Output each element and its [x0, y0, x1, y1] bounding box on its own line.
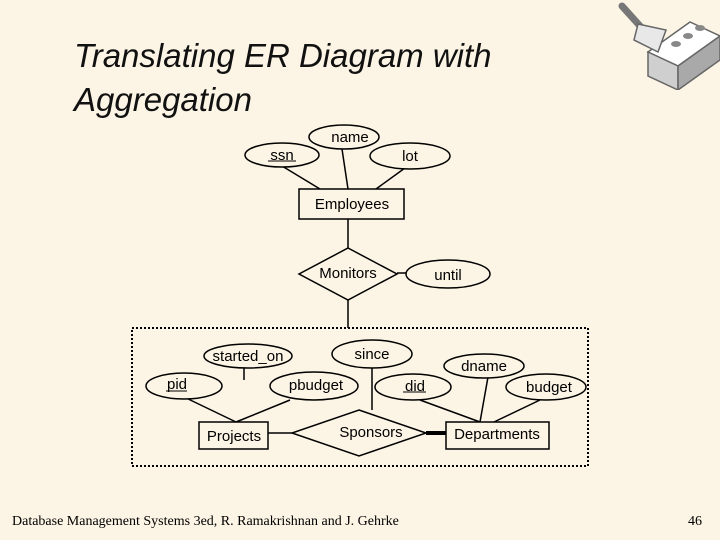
page-number: 46 [688, 514, 702, 529]
trowel-brick-icon [618, 2, 720, 90]
attr-did-ellipse [374, 373, 452, 401]
attr-pid-ellipse [145, 372, 223, 400]
attr-started-on-ellipse [203, 343, 293, 369]
attr-lot-label: lot [402, 148, 419, 165]
attr-lot-ellipse [369, 142, 451, 170]
slide-title: Translating ER Diagram with Aggregation [74, 37, 492, 118]
entity-projects-label: Projects [207, 428, 261, 445]
attr-until-label: until [434, 267, 462, 284]
attr-pbudget-label: pbudget [289, 377, 344, 394]
attr-budget-ellipse [505, 373, 587, 401]
attr-dname-ellipse [443, 353, 525, 379]
rel-sponsors-label: Sponsors [339, 424, 402, 441]
entity-departments-box [445, 421, 550, 450]
attr-ssn-label: ssn [270, 147, 293, 164]
entity-employees-label: Employees [315, 196, 389, 213]
attr-pid-label: pid [167, 376, 187, 393]
attr-dname-label: dname [461, 358, 507, 375]
attr-ssn-ellipse [244, 142, 320, 168]
rel-monitors-diamond [297, 247, 399, 301]
attr-budget-label: budget [526, 379, 573, 396]
rel-monitors-label: Monitors [319, 265, 377, 282]
attr-name-ellipse [308, 124, 380, 150]
entity-projects-box [198, 421, 269, 450]
er-diagram: ssn name lot Employees Monitors until st… [131, 124, 589, 467]
attr-until-ellipse [405, 259, 491, 289]
attr-did-label: did [405, 378, 425, 395]
attr-since-label: since [354, 346, 389, 363]
attr-pbudget-ellipse [269, 371, 359, 401]
entity-employees-box [298, 188, 405, 220]
attr-started-on-label: started_on [213, 348, 284, 365]
entity-departments-label: Departments [454, 426, 540, 443]
attr-since-ellipse [331, 339, 413, 369]
attr-name-label: name [331, 129, 369, 146]
rel-sponsors-diamond [289, 409, 429, 457]
slide-footer: Database Management Systems 3ed, R. Rama… [12, 514, 399, 529]
